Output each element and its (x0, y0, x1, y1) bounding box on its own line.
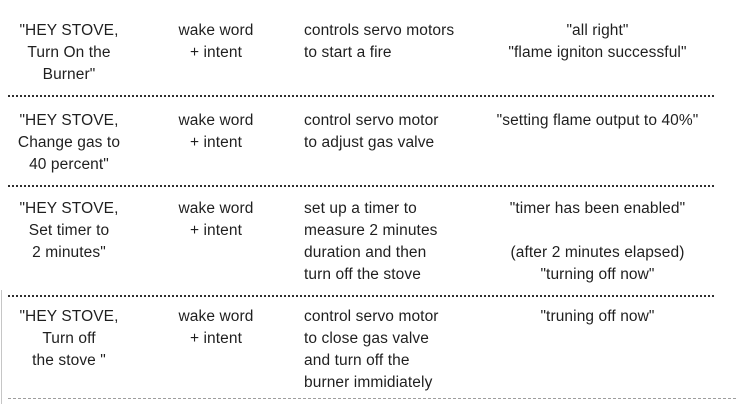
cell-voice-command: "HEY STOVE, Set timer to 2 minutes" (19, 200, 119, 261)
row-divider (8, 185, 714, 187)
cell-device-action: control servo motor to adjust gas valve (304, 112, 439, 151)
cell-device-action: control servo motor to close gas valve a… (304, 308, 439, 391)
cell-voice-command: "HEY STOVE, Turn off the stove " (19, 308, 119, 369)
table-row: "HEY STOVE, Set timer to 2 minutes" wake… (0, 187, 740, 295)
cell-device-action: controls servo motors to start a fire (304, 22, 455, 61)
cell-voice-command: "HEY STOVE, Change gas to 40 percent" (17, 112, 121, 173)
table-row: "HEY STOVE, Turn off the stove " wake wo… (0, 297, 740, 398)
cell-speech-recognition: wake word + intent (178, 22, 254, 61)
cell-voice-response: "truning off now" (540, 308, 655, 325)
cell-voice-command: "HEY STOVE, Turn On the Burner" (19, 22, 119, 83)
cell-voice-response: "setting flame output to 40%" (496, 112, 699, 129)
row-divider (8, 295, 714, 297)
table-row: "HEY STOVE, Change gas to 40 percent" wa… (0, 97, 740, 185)
cell-device-action: set up a timer to measure 2 minutes dura… (304, 200, 438, 283)
bottom-divider (8, 398, 736, 399)
row-divider (8, 95, 714, 97)
left-edge-line (1, 290, 2, 404)
cell-speech-recognition: wake word + intent (178, 200, 254, 239)
cell-voice-response: "timer has been enabled" (after 2 minute… (509, 200, 686, 283)
cell-speech-recognition: wake word + intent (178, 308, 254, 347)
cell-voice-response: "all right" "flame igniton successful" (508, 22, 687, 61)
cell-speech-recognition: wake word + intent (178, 112, 254, 151)
table-row: "HEY STOVE, Turn On the Burner" wake wor… (0, 0, 740, 95)
